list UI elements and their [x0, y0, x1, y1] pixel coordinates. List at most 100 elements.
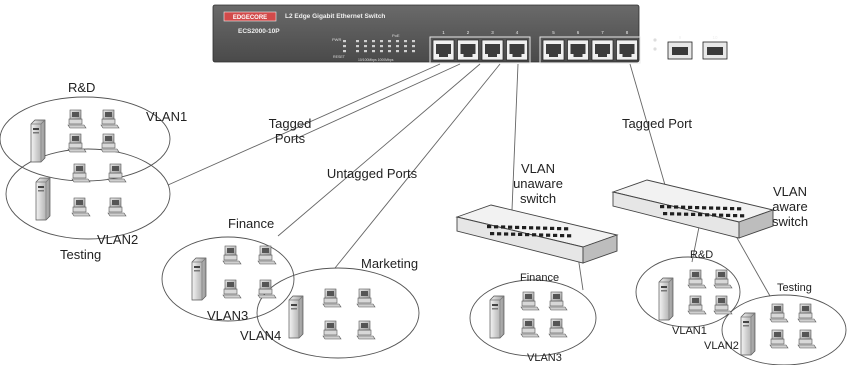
mini-switch-port	[529, 226, 534, 230]
port-number: 8	[626, 30, 629, 35]
untagged-link-unaware-switch	[511, 63, 519, 211]
mini-switch-port	[719, 213, 724, 217]
computer-icon	[67, 109, 87, 129]
mini-switch-port	[508, 225, 513, 229]
status-led	[404, 45, 407, 48]
tagged-port-label: Tagged Port	[622, 116, 692, 131]
label-rd-top: R&D	[68, 80, 95, 95]
mini-switch-port	[511, 232, 516, 236]
label-vlan1-top: VLAN1	[146, 109, 187, 124]
port-number: 7	[601, 30, 604, 35]
mini-switch-port	[532, 233, 537, 237]
vlan3-ellipse	[161, 236, 295, 322]
mini-switch-port	[522, 226, 527, 230]
mini-switch-port	[733, 214, 738, 218]
status-led	[356, 50, 359, 53]
computer-icon	[322, 288, 342, 308]
computer-icon	[107, 197, 127, 217]
mini-switch-port	[726, 213, 731, 217]
sfp-led	[653, 47, 657, 51]
computer-icon	[100, 133, 120, 153]
label-vlan2-right: VLAN2	[704, 340, 739, 352]
label-marketing: Marketing	[361, 256, 418, 271]
label-vlan3-mid: VLAN3	[527, 352, 562, 364]
computer-icon	[257, 279, 277, 299]
rd-right-ellipse	[635, 256, 741, 328]
mini-switch-port	[684, 212, 689, 216]
status-led	[396, 45, 399, 48]
brand-logo-text: EDGECORE	[233, 15, 267, 21]
connection-labels: Tagged Ports Untagged Ports Tagged Port …	[269, 116, 808, 229]
label-finance-mid: Finance	[520, 272, 559, 284]
tagged-link-rd-testing	[167, 63, 441, 186]
port-bank-frame	[429, 36, 531, 64]
mini-switch-port	[712, 213, 717, 217]
status-led	[356, 45, 359, 48]
status-led	[404, 40, 407, 43]
status-led	[412, 50, 415, 53]
mini-switch-port	[567, 234, 572, 238]
status-led	[380, 45, 383, 48]
server-icon	[489, 295, 505, 339]
mini-switch-port	[691, 212, 696, 216]
port-number: 10	[712, 35, 718, 40]
mini-switch-port	[564, 227, 569, 231]
server-icon	[288, 295, 304, 339]
label-vlan3-left: VLAN3	[207, 308, 248, 323]
mini-switch-port	[660, 205, 665, 209]
switch-title: L2 Edge Gigabit Ethernet Switch	[285, 13, 385, 20]
server-icon	[35, 177, 51, 221]
label-rd-right: R&D	[690, 249, 713, 261]
status-led	[388, 40, 391, 43]
rj45-port-socket	[546, 44, 561, 57]
computer-icon	[687, 295, 707, 315]
mini-switch-port	[553, 233, 558, 237]
rj45-port-socket	[460, 44, 476, 57]
mini-switch-port	[494, 225, 499, 229]
mini-switch-port	[504, 232, 509, 236]
port-number: 3	[491, 30, 494, 35]
mini-switch-port	[698, 213, 703, 217]
mini-switch-port	[515, 225, 520, 229]
mini-switch-port	[487, 225, 492, 229]
computer-icon	[356, 288, 376, 308]
mini-switch-port	[663, 212, 668, 216]
mini-switch-port	[490, 232, 495, 236]
switch-model: ECS2000-10P	[238, 28, 280, 35]
mini-switch-port	[702, 206, 707, 210]
server-icon	[740, 312, 756, 356]
label-testing-left: Testing	[60, 247, 101, 262]
computer-icon	[797, 303, 817, 323]
computer-icon	[322, 320, 342, 340]
rj45-port-socket	[436, 44, 451, 57]
computer-icon	[71, 163, 91, 183]
tagged-link-2	[292, 63, 461, 141]
status-led	[372, 45, 375, 48]
port-number: 1	[442, 30, 445, 35]
poe-led-label: PoE	[392, 33, 400, 38]
sfp-port-9-slot	[672, 47, 688, 55]
computer-icon	[222, 245, 242, 265]
port-number: 2	[467, 30, 470, 35]
port-number: 4	[516, 30, 519, 35]
computer-icon	[548, 318, 568, 338]
status-led	[380, 50, 383, 53]
vlan-unaware-line3: switch	[520, 191, 556, 206]
port-bank-frame	[539, 36, 641, 64]
mini-switch-port	[677, 212, 682, 216]
computer-icon	[713, 269, 733, 289]
server-icon	[191, 257, 207, 301]
status-led	[412, 45, 415, 48]
mini-switch-port	[667, 205, 672, 209]
port-number: 5	[552, 30, 555, 35]
mini-switch-port	[525, 233, 530, 237]
mini-switch-port	[501, 225, 506, 229]
group-finance-marketing: Finance VLAN3 Marketing VLAN4	[161, 216, 420, 359]
mini-switch-port	[709, 206, 714, 210]
mini-switch-port	[560, 234, 565, 238]
mini-switch-port	[543, 226, 548, 230]
vlan-aware-line1: VLAN	[773, 184, 807, 199]
sfp-port-10-slot	[707, 47, 723, 55]
status-led	[404, 50, 407, 53]
